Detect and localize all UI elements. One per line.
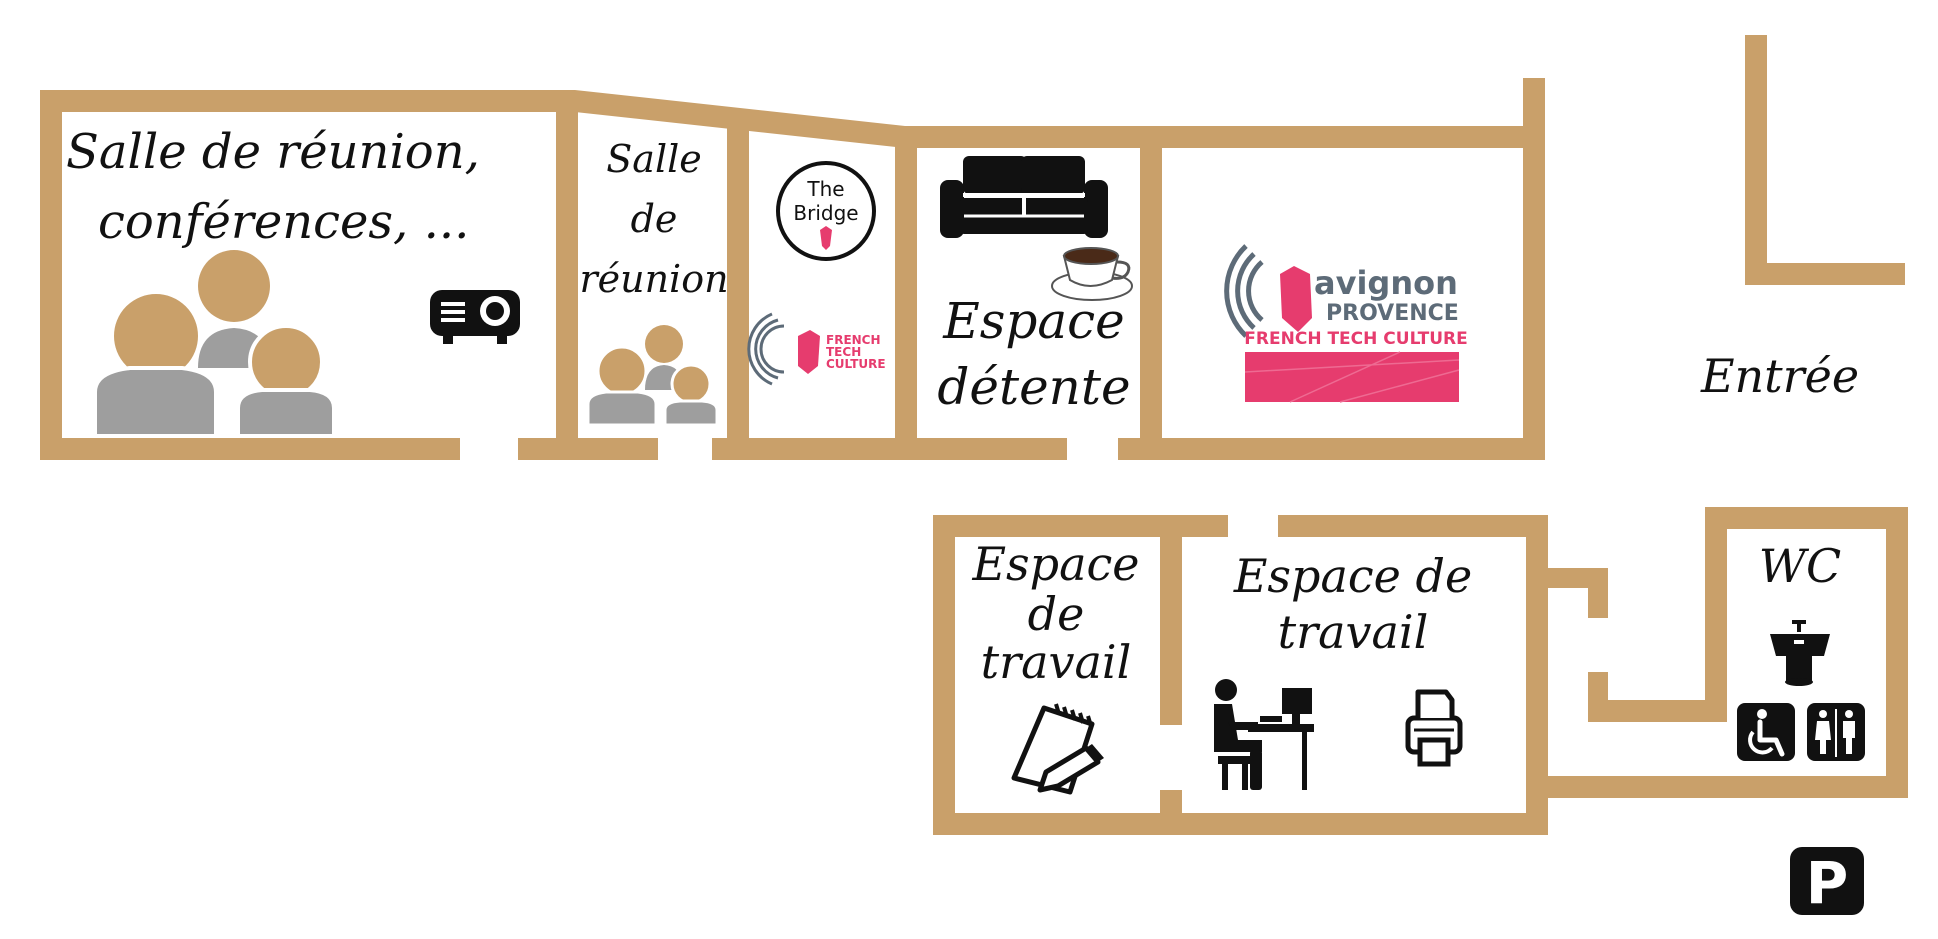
sink-icon xyxy=(1770,620,1830,686)
wall xyxy=(895,135,917,460)
room-wc: WC xyxy=(1737,539,1865,761)
french-tech-small-line3: CULTURE xyxy=(826,357,886,371)
wall xyxy=(905,126,1545,148)
wall xyxy=(1705,507,1727,722)
room-meeting: Salle de réunion xyxy=(579,137,729,427)
wall xyxy=(1526,568,1606,588)
french-tech-logo-small: FRENCH TECH CULTURE xyxy=(747,312,886,386)
french-tech-small-line1: FRENCH xyxy=(826,333,881,347)
wall xyxy=(933,515,1228,537)
sofa-icon xyxy=(940,156,1108,238)
bridge-logo-line1: The xyxy=(806,177,844,201)
room-conference: Salle de réunion, conférences, ... xyxy=(66,124,520,438)
wall xyxy=(1526,776,1908,798)
the-bridge-logo: The Bridge xyxy=(776,161,876,261)
wall xyxy=(1118,438,1545,460)
wall xyxy=(518,438,658,460)
people-icon xyxy=(93,250,336,438)
french-tech-small-line2: TECH xyxy=(826,345,861,359)
notepad-pencil-icon xyxy=(1011,703,1104,795)
wall xyxy=(1526,515,1548,835)
parking-icon: P xyxy=(1790,847,1864,917)
wall xyxy=(1523,78,1545,458)
room-workspace-small-line3: travail xyxy=(981,635,1132,689)
wall xyxy=(1886,507,1908,798)
printer-icon xyxy=(1405,689,1463,767)
wall xyxy=(40,90,62,460)
room-conference-title-line2: conférences, ... xyxy=(98,194,469,250)
wall xyxy=(1160,515,1182,725)
wall xyxy=(712,438,1067,460)
room-meeting-title-line2: de xyxy=(631,197,678,241)
room-meeting-title-line3: réunion xyxy=(579,257,728,301)
room-avignon: avignon PROVENCE FRENCH TECH CULTURE xyxy=(1224,244,1468,403)
room-relax-title-line1: Espace xyxy=(942,292,1125,350)
room-bridge: The Bridge FRENCH TECH CULTURE xyxy=(747,161,886,386)
room-wc-label: WC xyxy=(1759,539,1841,593)
wall xyxy=(1705,507,1908,529)
room-workspace-large-line1: Espace de xyxy=(1233,549,1472,603)
room-workspace-small: Espace de travail xyxy=(971,537,1140,795)
wall xyxy=(1588,700,1708,722)
wall xyxy=(933,515,955,835)
wall xyxy=(1745,35,1767,285)
bridge-logo-line2: Bridge xyxy=(793,201,858,225)
room-workspace-large-line2: travail xyxy=(1278,605,1429,659)
coffee-cup-icon xyxy=(1051,247,1133,301)
restroom-icon xyxy=(1807,703,1865,761)
room-meeting-title-line1: Salle xyxy=(606,137,701,181)
wall xyxy=(727,120,749,460)
room-relax: Espace détente xyxy=(937,156,1133,416)
avignon-logo-line1: avignon xyxy=(1314,264,1458,302)
wall xyxy=(556,100,578,460)
wall xyxy=(575,90,905,148)
wall xyxy=(1160,790,1182,835)
wall xyxy=(40,90,575,112)
people-icon xyxy=(586,325,719,427)
room-relax-title-line2: détente xyxy=(937,358,1130,416)
room-conference-title-line1: Salle de réunion, xyxy=(66,124,480,180)
wheelchair-icon xyxy=(1737,703,1795,761)
wall xyxy=(1588,568,1608,618)
entrance-label: Entrée xyxy=(1700,349,1859,403)
room-workspace-small-line2: de xyxy=(1028,587,1085,641)
parking-letter: P xyxy=(1806,849,1849,917)
wall xyxy=(933,813,1548,835)
wall xyxy=(1278,515,1548,537)
walls xyxy=(40,35,1908,835)
wall xyxy=(1745,263,1905,285)
wall xyxy=(40,438,460,460)
room-workspace-large: Espace de travail xyxy=(1214,549,1472,790)
room-workspace-small-line1: Espace xyxy=(971,537,1139,591)
avignon-french-tech-logo: avignon PROVENCE FRENCH TECH CULTURE xyxy=(1224,244,1468,403)
wall xyxy=(1140,135,1162,460)
projector-icon xyxy=(430,290,520,344)
desk-worker-icon xyxy=(1214,679,1314,790)
avignon-logo-line2: PROVENCE xyxy=(1326,301,1459,326)
avignon-logo-line3: FRENCH TECH CULTURE xyxy=(1244,329,1467,349)
